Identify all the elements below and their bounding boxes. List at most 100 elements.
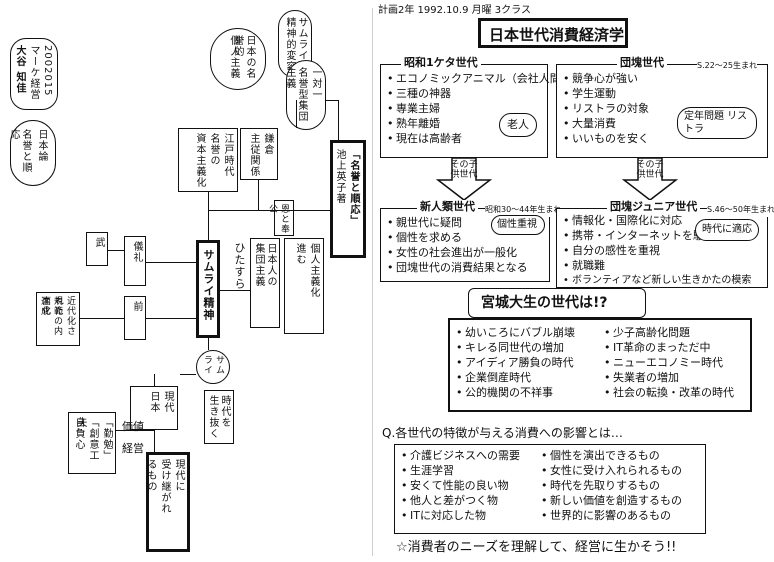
connector [208, 192, 209, 240]
list-item: エコノミックアニマル（会社人間） [387, 71, 572, 86]
gen-shinjinrui-tag: 個性重視 [491, 215, 545, 235]
list-item: 競争心が強い [563, 71, 649, 86]
header-meta: 計画2年 1992.10.9 月曜 3クラス [378, 5, 531, 16]
miyagi-title: 宮城大生の世代は!? [481, 295, 608, 311]
list-item: 就職難 [563, 258, 751, 273]
gen-showa-list: エコノミックアニマル（会社人間） 三種の神器 専業主婦 熟年離婚 現在は高齢者 [387, 71, 572, 146]
list-item: いいものを安く [563, 131, 649, 146]
list-item: 大量消費 [563, 116, 649, 131]
note-b-1: 現代に [173, 459, 184, 492]
student-id-line1: 2002015 [42, 45, 53, 97]
miyagi-title-box: 宮城大生の世代は!? [468, 288, 646, 318]
note-hitasura: ひたすら [233, 242, 246, 290]
note-b-2: 受け継がれ [159, 459, 170, 514]
note-box-a: 「勤勉」 「創意工夫」 自負心 [68, 412, 116, 474]
list-item: 他人と差がつく物 [401, 493, 520, 508]
note-yakudachi-line2: 進む [294, 243, 305, 265]
list-item: 幼いころにバブル崩壊 [456, 325, 575, 340]
connector [116, 430, 154, 431]
topic-oval-line1: 日本論 [36, 129, 47, 162]
note-yakudachi-line1: 個人主義化 [308, 243, 319, 298]
gen-shinjinrui-tag-label: 個性重視 [497, 219, 537, 230]
gen-dankai-box: 団塊世代 S.22〜25生まれ 競争心が強い 学生運動 リストラの対象 大量消費… [556, 56, 768, 158]
connector [326, 100, 338, 101]
list-item: 社会の転換・改革の時代 [604, 385, 734, 400]
node-rei-label: 儀礼 [131, 241, 142, 263]
miyagi-left-list: 幼いころにバブル崩壊 キレる同世代の増加 アイディア勝負の時代 企業倒産時代 公… [456, 325, 575, 400]
book-title-box: 「名誉と順応」 池上英子著 [330, 140, 366, 258]
gen-shinjinrui-list: 親世代に疑問 個性を求める 女性の社会進出が一般化 団塊世代の消費結果となる [387, 215, 528, 275]
note-edo-line2: 名誉の [208, 133, 219, 166]
book-title: 「名誉と順応」 [348, 149, 359, 226]
top-oval: 日本の名誉的 個人主義 [210, 28, 266, 90]
list-item: 時代を先取りするもの [541, 478, 682, 493]
list-item: 公的機関の不祥事 [456, 385, 575, 400]
list-item: ボランティアなど新しい生きかたの模索 [563, 273, 751, 288]
list-item: ITに対応した物 [401, 508, 520, 523]
list-item: 個性を演出できるもの [541, 448, 682, 463]
list-item: 熟年離婚 [387, 116, 572, 131]
list-item: 企業倒産時代 [456, 370, 575, 385]
connector [208, 210, 330, 211]
note-edo-line3: 資本主義化 [194, 133, 205, 188]
connector [258, 180, 259, 210]
list-item: 個性を求める [387, 230, 528, 245]
list-item: 少子高齢化問題 [604, 325, 734, 340]
node-jidai-2: 生き抜く [207, 395, 218, 439]
connector [296, 100, 297, 128]
gen-showa-tag: 老人 [499, 113, 537, 137]
note-kamakura-line2: 主従関係 [248, 133, 259, 177]
miyagi-box: 幼いころにバブル崩壊 キレる同世代の増加 アイディア勝負の時代 企業倒産時代 公… [448, 318, 752, 412]
note-hiroku-box: 日本人の 集団主義 [250, 238, 280, 328]
list-item: 女性に受け入れられるもの [541, 463, 682, 478]
list-item: 安くて性能の良い物 [401, 478, 520, 493]
note-hiroku-line1: 日本人の [265, 243, 276, 287]
node-seiji-1: サムライ [202, 355, 224, 375]
list-item: 携帯・インターネットを駆使 [563, 228, 751, 243]
note-edo-line1: 江戸時代 [222, 133, 233, 177]
list-item: 情報化・国際化に対応 [563, 213, 751, 228]
page-divider [372, 8, 373, 556]
node-mae-label: 前 [131, 301, 142, 312]
connector [80, 318, 124, 319]
top-oval-line2: 個人主義 [228, 35, 239, 79]
central-node-samurai: サムライ精神 [196, 240, 220, 338]
connector [146, 318, 196, 319]
node-mae: 前 [124, 296, 146, 340]
note-a-3: 自負心 [73, 417, 84, 450]
node-gi: 武 [86, 232, 108, 266]
main-title-box: 日本世代消費経済学 [478, 18, 628, 48]
gen-shinjinrui-title: 新人類世代 [417, 200, 478, 214]
note-yakudachi-box: 個人主義化 進む [284, 238, 324, 334]
note-shuju-line: 恩と奉公 [267, 204, 289, 234]
node-seiji: サムライ [196, 350, 230, 384]
list-item: 学生運動 [563, 86, 649, 101]
note-b-3: るもの [145, 459, 156, 492]
bottom-left-note-box: 近代化された 規範の内面化 達成 [36, 292, 80, 346]
note-a-1: 「勤勉」 [101, 417, 112, 461]
gen-dankai-list: 競争心が強い 学生運動 リストラの対象 大量消費 いいものを安く [563, 71, 649, 146]
list-item: 失業者の増加 [604, 370, 734, 385]
list-item: 三種の神器 [387, 86, 572, 101]
list-item: 世界的に影響のあるもの [541, 508, 682, 523]
label-keiei: 経営 [122, 442, 144, 455]
note-kamakura-box: 鎌倉 主従関係 [240, 128, 278, 180]
connector [154, 374, 155, 386]
question-left-list: 介護ビジネスへの需要 生涯学習 安くて性能の良い物 他人と差がつく物 ITに対応… [401, 448, 520, 523]
arrow-down-left [435, 157, 493, 201]
main-title: 日本世代消費経済学 [489, 26, 625, 44]
gen-junior-tag-label: 時代に適応 [702, 224, 752, 235]
question-box: 介護ビジネスへの需要 生涯学習 安くて性能の良い物 他人と差がつく物 ITに対応… [394, 444, 706, 534]
slogan: ☆消費者のニーズを理解して、経営に生かそう!! [396, 540, 677, 555]
gen-junior-list: 情報化・国際化に対応 携帯・インターネットを駆使 自分の感性を重視 就職難 ボラ… [563, 213, 751, 288]
list-item: 介護ビジネスへの需要 [401, 448, 520, 463]
gen-showa-box: 昭和1ケタ世代 エコノミックアニマル（会社人間） 三種の神器 専業主婦 熟年離婚… [380, 56, 572, 158]
list-item: IT革命のまっただ中 [604, 340, 734, 355]
central-node-label: サムライ精神 [202, 249, 215, 321]
list-item: ニューエコノミー時代 [604, 355, 734, 370]
topic-oval-line2: 名誉と順応 [8, 129, 31, 173]
gen-junior-box: 団塊ジュニア世代 S.46〜50年生まれ 情報化・国際化に対応 携帯・インターネ… [556, 200, 774, 288]
connector [108, 250, 124, 251]
list-item: リストラの対象 [563, 101, 649, 116]
book-author: 池上英子著 [334, 149, 345, 204]
